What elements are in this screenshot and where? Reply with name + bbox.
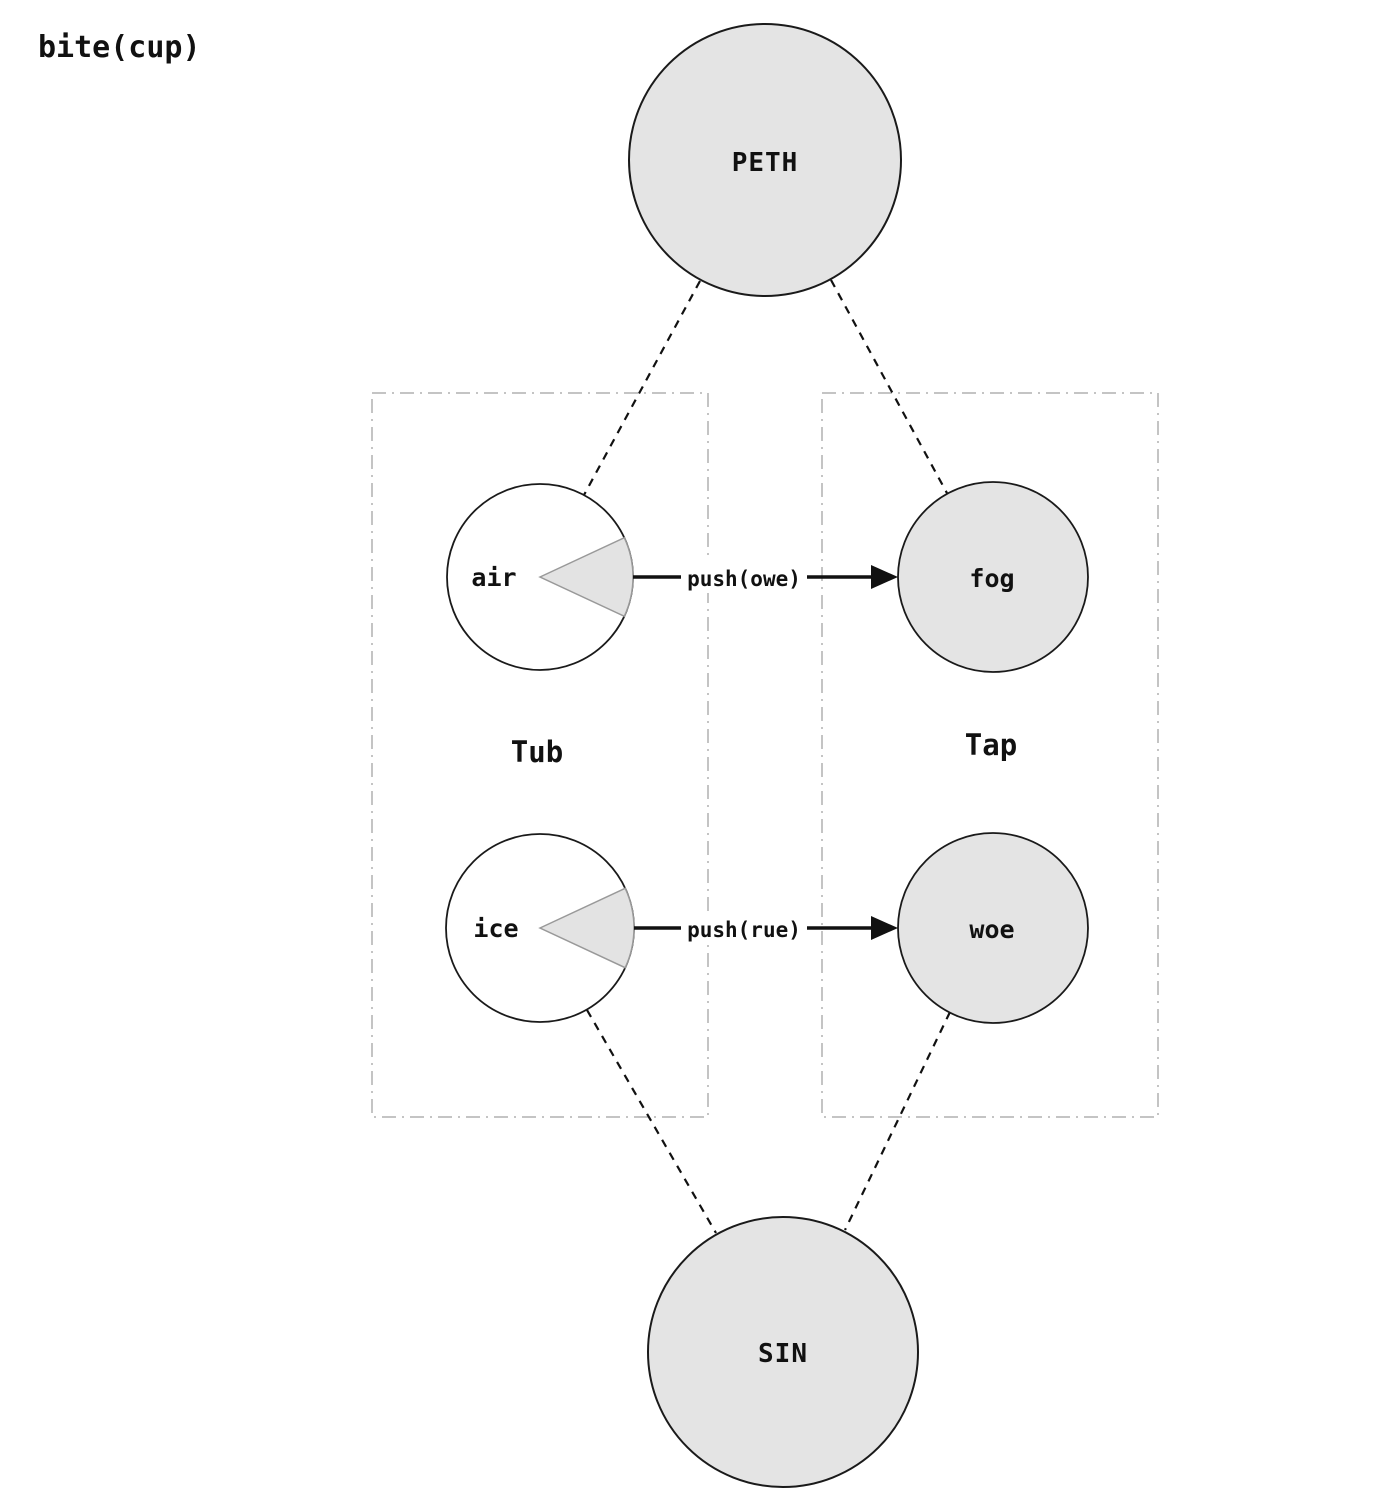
edge-ice-to-sin [586,1009,717,1234]
air-fog-label-bg [681,560,807,593]
ice-woe-arrowhead-icon [871,916,898,940]
node-peth: PETH [628,23,902,297]
edge-peth-to-fog [830,279,949,496]
woe-label: woe [969,915,1014,944]
diagram-title: bite(cup) [38,30,201,65]
container-tap: Tap [821,392,1159,1118]
air-wedge [538,536,634,618]
tap-box-border [821,392,1159,1118]
sin-circle [647,1216,919,1488]
tub-box-label: Tub [511,735,563,769]
ice-wedge [538,887,635,969]
tub-box-border [371,392,709,1118]
peth-label: PETH [732,148,799,178]
edge-peth-to-air [583,280,701,496]
air-label: air [471,563,516,592]
container-tub: Tub [371,392,709,1118]
node-fog: fog [897,481,1089,673]
node-air: air [446,483,634,671]
tap-box-label: Tap [965,728,1017,762]
air-fog-edge-label: push(owe) [687,567,801,591]
node-ice: ice [445,833,635,1023]
fog-label: fog [969,564,1014,593]
edge-woe-to-sin [844,1011,951,1231]
ice-label: ice [473,914,518,943]
arrow-air-to-fog: push(owe) [633,560,898,593]
node-sin: SIN [647,1216,919,1488]
sin-label: SIN [758,1339,808,1369]
air-fog-arrowhead-icon [871,565,898,589]
dashed-edges [583,279,951,1234]
peth-circle [628,23,902,297]
arrow-ice-to-woe: push(rue) [634,911,898,944]
ice-woe-edge-label: push(rue) [687,918,801,942]
node-woe: woe [897,832,1089,1024]
ice-woe-label-bg [681,911,807,944]
